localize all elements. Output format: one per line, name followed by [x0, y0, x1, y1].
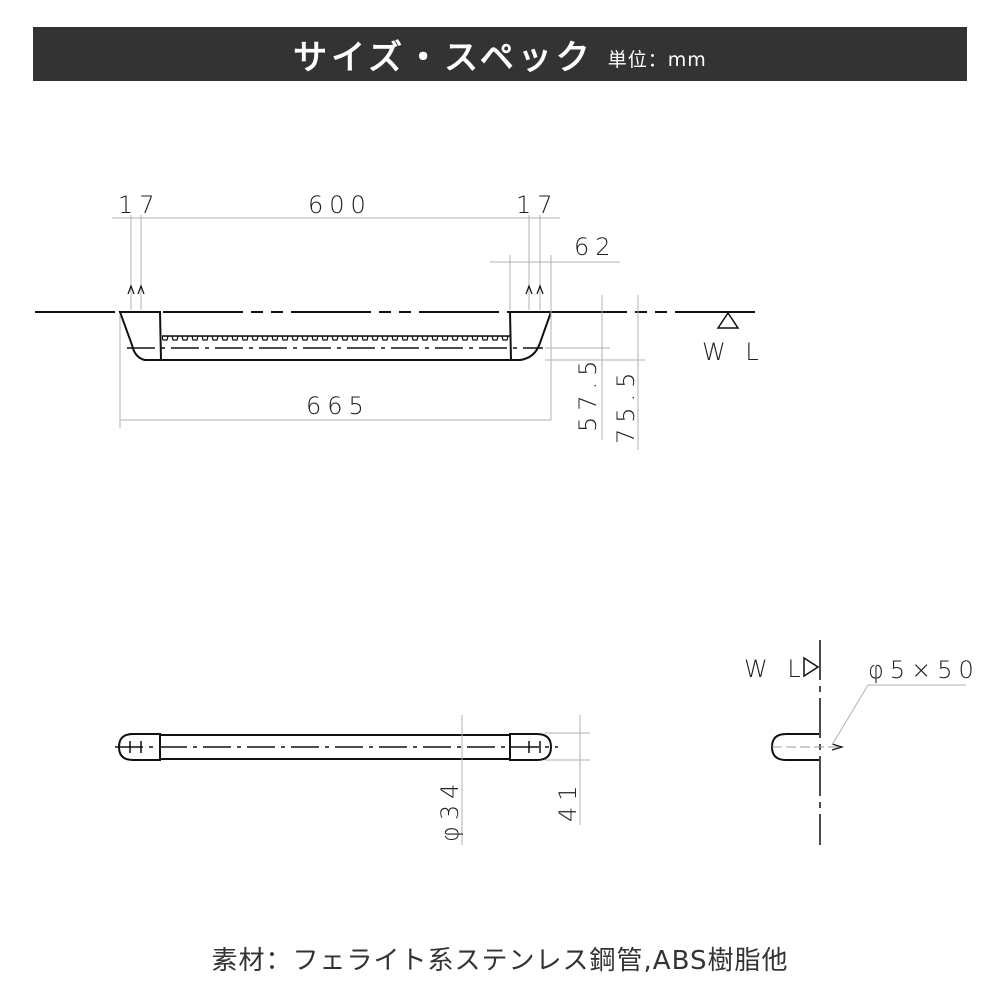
header-bar: サイズ・スペック 単位：mm — [33, 27, 967, 81]
dim-bracket-width: 62 — [574, 233, 617, 261]
dim-bracket-depth: 41 — [554, 779, 582, 822]
dim-left-flange: 17 — [118, 191, 161, 219]
dim-center-height: 57.5 — [574, 355, 602, 432]
dim-total-height: 75.5 — [612, 367, 640, 444]
page-title: サイズ・スペック — [293, 37, 594, 78]
screw-spec: φ5×50 — [868, 656, 980, 684]
water-level-icon — [716, 311, 740, 329]
dim-overall-length: 665 — [306, 392, 370, 420]
right-bracket — [508, 311, 553, 361]
front-view: 17 600 17 62 665 57.5 75.5 W L — [35, 191, 765, 450]
top-view: φ34 41 — [115, 715, 590, 845]
side-water-level-label: W L — [744, 655, 807, 683]
left-bracket — [118, 311, 163, 361]
dim-right-flange: 17 — [516, 191, 559, 219]
dim-center-span: 600 — [308, 191, 372, 219]
unit-label: 単位：mm — [607, 48, 707, 71]
water-level-icon — [803, 656, 820, 678]
side-view: W L φ5×50 — [744, 640, 980, 845]
dim-pipe-diameter: φ34 — [436, 778, 464, 842]
material-note: 素材：フェライト系ステンレス鋼管,ABS樹脂他 — [211, 946, 789, 976]
water-level-label: W L — [702, 338, 765, 366]
grip-texture — [162, 336, 510, 342]
right-end-cap — [509, 733, 553, 761]
